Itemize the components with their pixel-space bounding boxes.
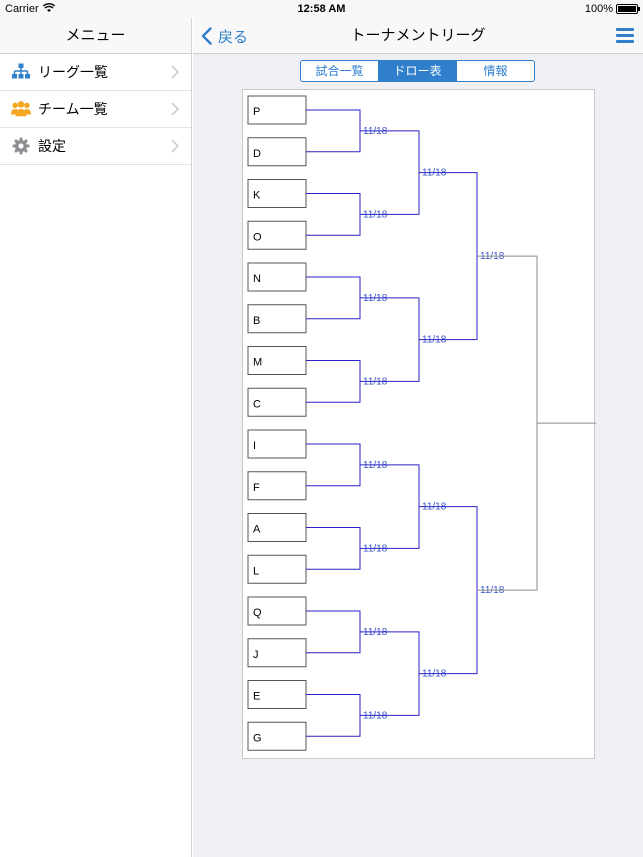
bracket-line [360, 464, 420, 549]
team-slot [247, 513, 307, 542]
final-bracket-line [477, 255, 538, 591]
menu-item-label: チーム一覧 [38, 101, 108, 117]
team-name: D [253, 148, 261, 160]
team-name: N [253, 273, 261, 285]
bracket-line [360, 631, 420, 716]
team-slot [247, 638, 307, 668]
detail-navbar: 戻る トーナメントリーグ [193, 18, 643, 54]
tab-draw[interactable]: ドロー表 [379, 61, 457, 81]
team-name: L [253, 565, 259, 577]
bracket-line [419, 172, 478, 341]
menu-title: メニュー [0, 18, 191, 54]
team-name: F [253, 482, 260, 494]
bracket-line [306, 527, 361, 570]
segmented-control: 試合一覧 ドロー表 情報 [300, 60, 535, 82]
team-slot [247, 304, 307, 334]
team-slot [247, 95, 307, 125]
bracket-line [306, 443, 361, 487]
gear-icon [11, 136, 31, 156]
bracket-line [306, 276, 361, 320]
battery-icon [616, 4, 640, 14]
team-slot [247, 680, 307, 709]
tab-info[interactable]: 情報 [483, 64, 508, 78]
back-button-label: 戻る [218, 28, 249, 46]
bracket-line [306, 360, 361, 403]
team-name: C [253, 398, 261, 410]
team-slot [247, 346, 307, 375]
bracket-line [306, 694, 361, 737]
menu-icon[interactable] [616, 28, 634, 44]
team-name: J [253, 649, 259, 661]
chevron-right-icon [171, 65, 179, 79]
battery-percentage: 100% [584, 3, 613, 15]
bracket-line [360, 130, 420, 215]
team-name: K [253, 190, 261, 202]
menu-item-league-list[interactable]: リーグ一覧 [0, 54, 191, 91]
chevron-left-icon [201, 27, 212, 45]
chevron-right-icon [171, 139, 179, 153]
bracket-line [306, 610, 361, 654]
team-name: O [253, 231, 262, 243]
menu-item-settings[interactable]: 設定 [0, 128, 191, 165]
bracket-drawing: PDKONBMCIFALQJEG11/1811/1811/1811/1811/1… [247, 95, 596, 751]
menu-pane: メニュー リーグ一覧 チーム一覧 [0, 18, 192, 857]
team-name: Q [253, 607, 262, 619]
team-slot [247, 262, 307, 292]
team-slot [247, 220, 307, 250]
team-name: E [253, 691, 260, 703]
menu-item-label: リーグ一覧 [38, 64, 108, 80]
team-slot [247, 179, 307, 208]
tab-match-list[interactable]: 試合一覧 [301, 61, 379, 81]
carrier-label: Carrier [5, 3, 39, 15]
chevron-right-icon [171, 102, 179, 116]
clock: 12:58 AM [297, 3, 346, 15]
team-name: G [253, 732, 262, 744]
page-title: トーナメントリーグ [350, 27, 486, 44]
bracket-line [419, 506, 478, 675]
team-name: I [253, 440, 256, 452]
team-slot [247, 137, 307, 167]
team-name: M [253, 357, 262, 369]
bracket-line [306, 109, 361, 153]
menu-item-team-list[interactable]: チーム一覧 [0, 91, 191, 128]
hierarchy-icon [11, 62, 31, 82]
status-bar: Carrier 12:58 AM 100% [0, 0, 643, 18]
team-slot [247, 387, 307, 417]
team-name: P [253, 106, 260, 118]
bracket-line [306, 193, 361, 236]
team-slot [247, 429, 307, 459]
menu-item-label: 設定 [38, 138, 66, 154]
back-button[interactable]: 戻る [201, 18, 248, 54]
bracket-line [360, 297, 420, 382]
wifi-icon [42, 3, 56, 16]
team-name: B [253, 315, 260, 327]
team-slot [247, 471, 307, 501]
people-icon [11, 99, 31, 119]
team-name: A [253, 524, 261, 536]
